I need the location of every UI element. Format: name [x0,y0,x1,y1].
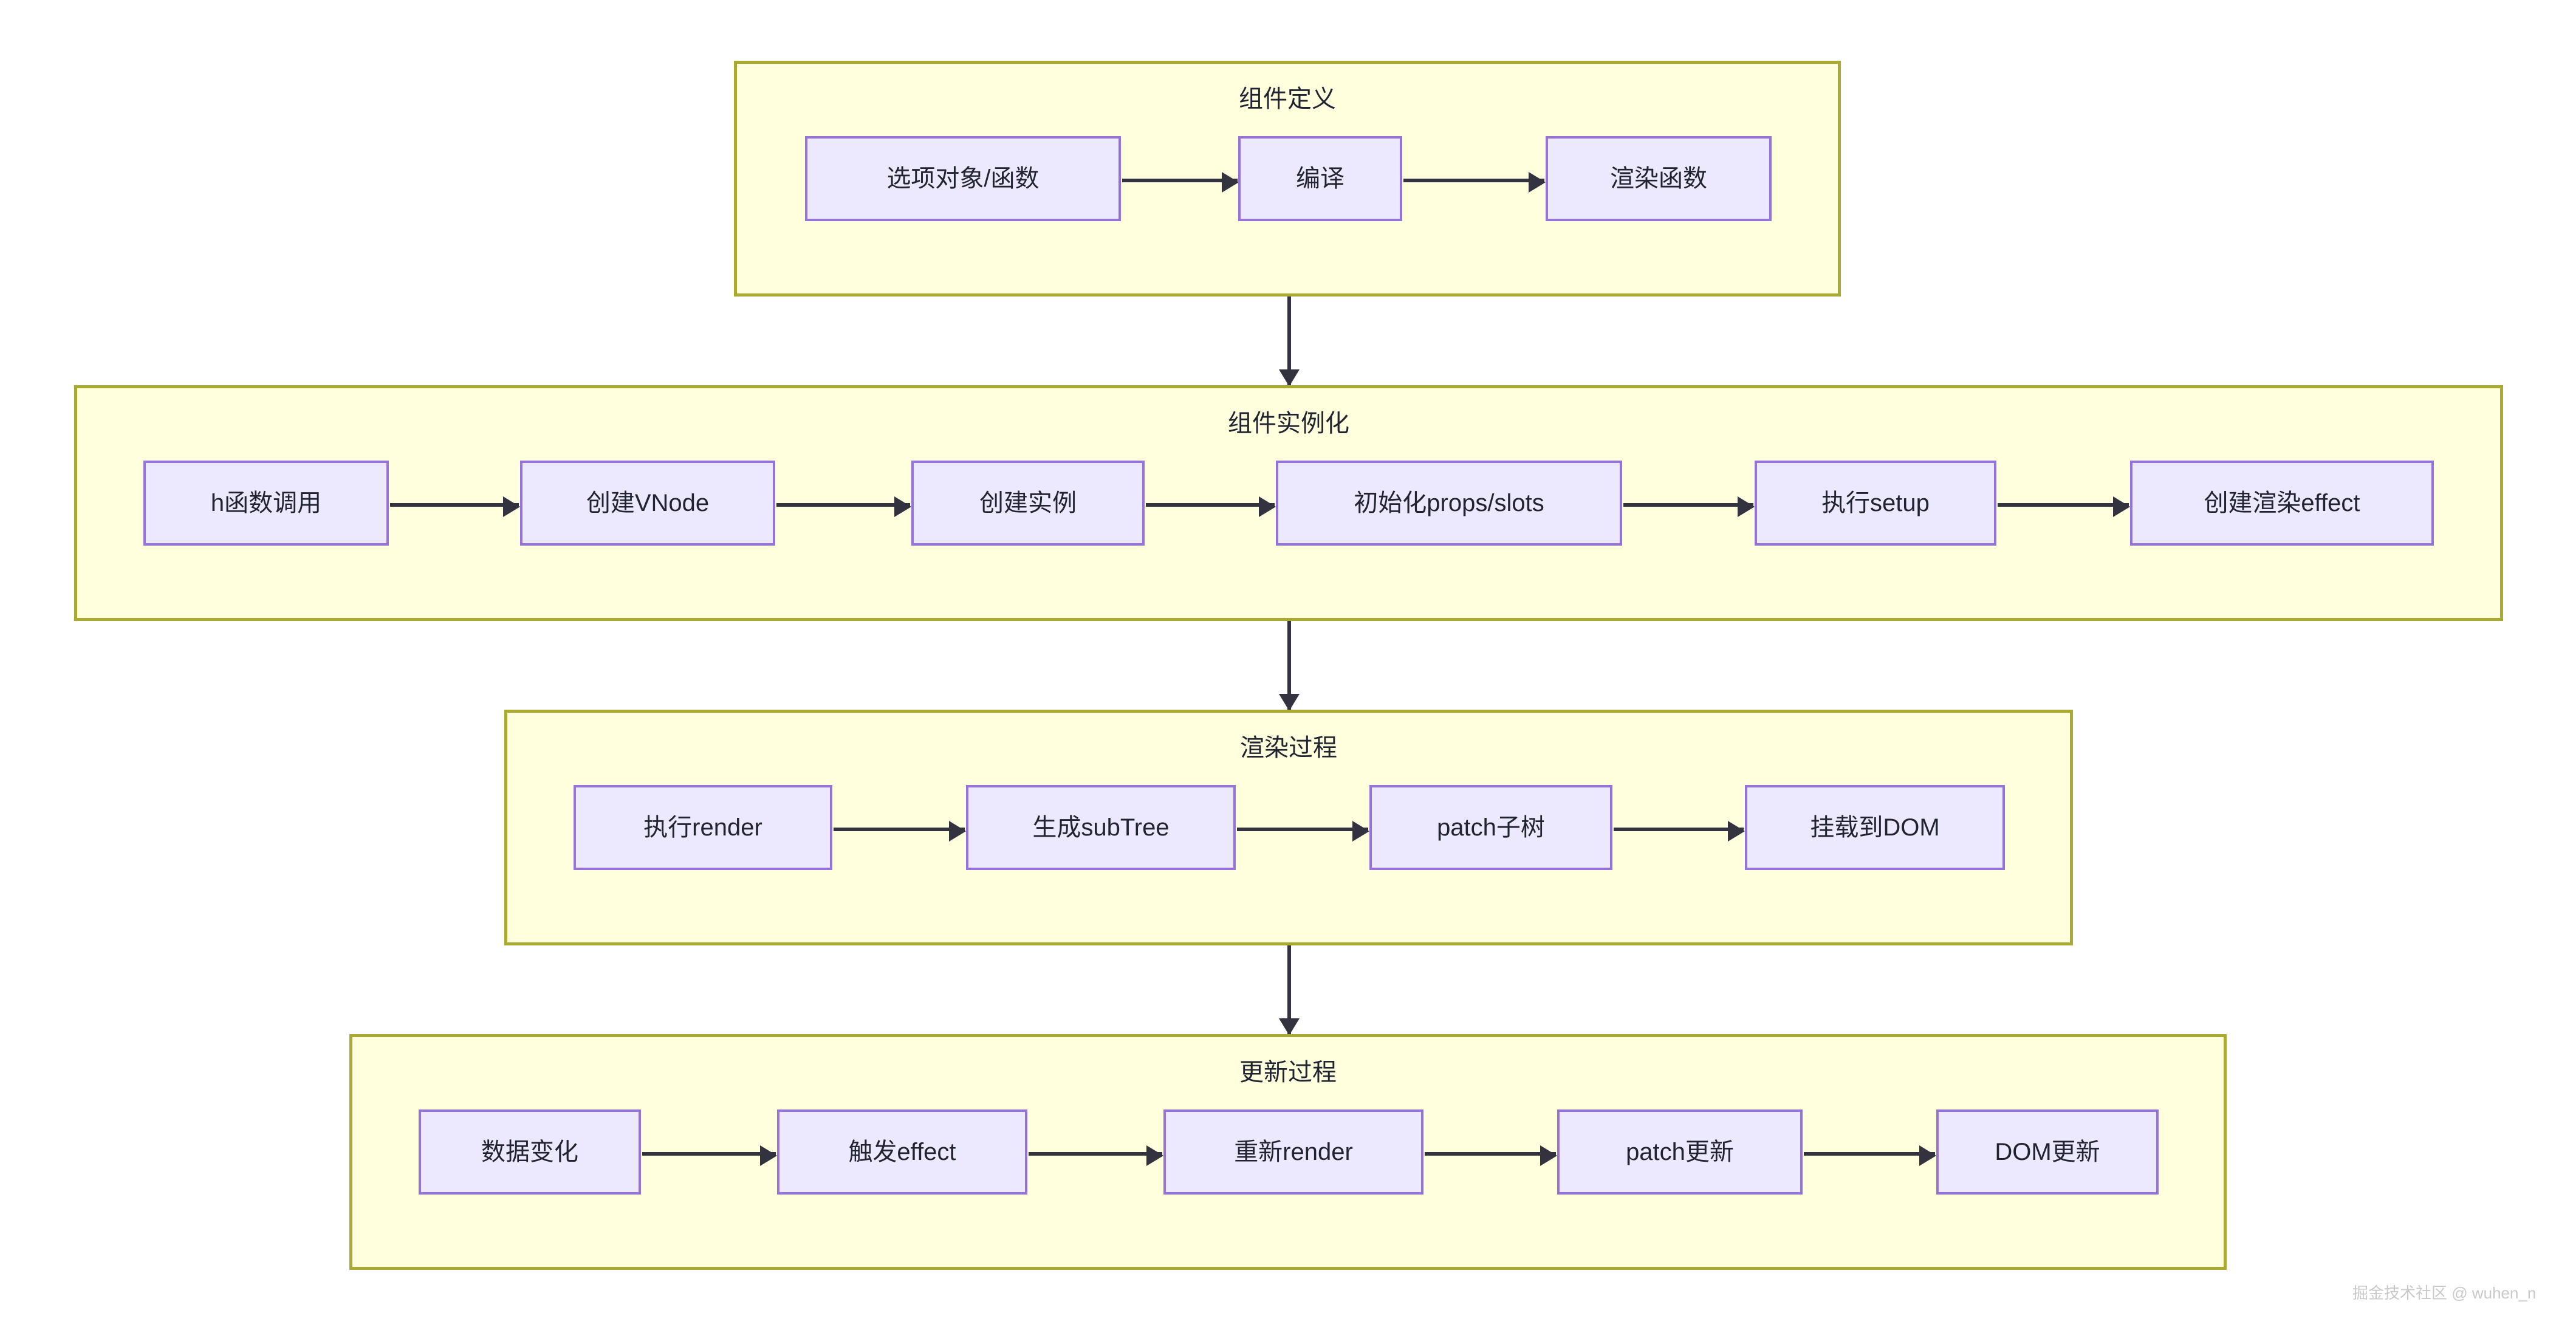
node-options-object-function[interactable]: 选项对象/函数 [805,136,1121,221]
node-label: h函数调用 [210,490,322,516]
node-create-render-effect[interactable]: 创建渲染effect [2130,461,2434,546]
arrow-instantiation-to-render-process [1279,621,1300,711]
arrow-setup-to-render-effect [1998,496,2130,517]
node-patch-subtree[interactable]: patch子树 [1369,785,1612,870]
arrow-h-to-create-vnode [390,496,520,517]
node-generate-subtree[interactable]: 生成subTree [966,785,1236,870]
arrow-subtree-to-patch [1237,821,1369,842]
node-h-function-call[interactable]: h函数调用 [143,461,389,546]
arrow-trigger-effect-to-re-render [1029,1145,1163,1166]
node-label: 执行setup [1821,490,1930,516]
node-dom-update[interactable]: DOM更新 [1936,1109,2159,1195]
node-create-instance[interactable]: 创建实例 [911,461,1145,546]
arrow-data-change-to-trigger-effect [642,1145,777,1166]
arrow-vnode-to-instance [776,496,911,517]
node-label: 编译 [1296,165,1345,192]
subgraph-title-render-process: 渲染过程 [1240,735,1337,761]
subgraph-title-update-process: 更新过程 [1239,1059,1337,1086]
subgraph-title-component-definition: 组件定义 [1239,86,1336,112]
node-compile[interactable]: 编译 [1238,136,1402,221]
node-label: 创建VNode [586,490,710,516]
arrow-compile-to-render-function [1403,172,1546,193]
node-label: DOM更新 [1995,1139,2100,1165]
node-label: 重新render [1234,1139,1353,1165]
node-label: 挂载到DOM [1810,814,1940,841]
node-run-render[interactable]: 执行render [574,785,832,870]
node-label: patch子树 [1437,814,1545,841]
node-label: 触发effect [848,1139,956,1165]
arrow-definition-to-instantiation [1279,297,1300,386]
node-label: patch更新 [1626,1139,1734,1165]
arrow-re-render-to-patch-update [1425,1145,1557,1166]
node-mount-to-dom[interactable]: 挂载到DOM [1745,785,2005,870]
node-patch-update[interactable]: patch更新 [1557,1109,1803,1195]
node-label: 渲染函数 [1610,165,1707,192]
arrow-instance-to-props-slots [1146,496,1276,517]
node-render-function[interactable]: 渲染函数 [1546,136,1772,221]
node-create-vnode[interactable]: 创建VNode [520,461,775,546]
node-label: 数据变化 [481,1139,578,1165]
subgraph-title-component-instantiation: 组件实例化 [1228,410,1349,437]
arrow-options-to-compile [1122,172,1239,193]
node-label: 初始化props/slots [1354,490,1544,516]
arrow-render-to-subtree [834,821,966,842]
arrow-props-slots-to-setup [1623,496,1755,517]
arrow-patch-to-mount [1614,821,1745,842]
node-trigger-effect[interactable]: 触发effect [777,1109,1027,1195]
node-run-setup[interactable]: 执行setup [1755,461,1996,546]
node-label: 选项对象/函数 [886,165,1040,192]
node-label: 生成subTree [1032,814,1170,841]
arrow-render-process-to-update-process [1279,945,1300,1035]
arrow-patch-update-to-dom-update [1804,1145,1936,1166]
node-label: 创建实例 [979,490,1077,516]
node-init-props-slots[interactable]: 初始化props/slots [1276,461,1622,546]
node-re-render[interactable]: 重新render [1163,1109,1423,1195]
node-label: 创建渲染effect [2204,490,2360,516]
node-label: 执行render [643,814,762,841]
node-data-change[interactable]: 数据变化 [419,1109,641,1195]
watermark: 掘金技术社区 @ wuhen_n [2352,1284,2537,1302]
